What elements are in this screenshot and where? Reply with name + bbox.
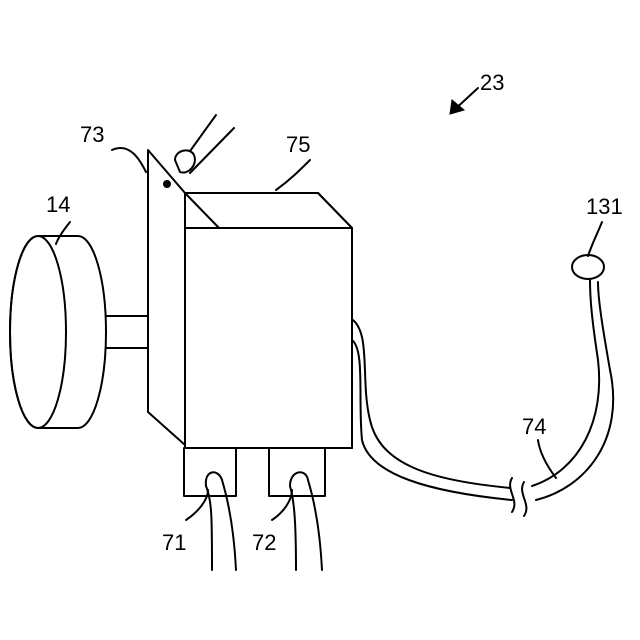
leader-131 [588,222,602,256]
label-14: 14 [46,192,70,217]
terminal-71 [184,448,236,570]
leader-73 [112,148,146,172]
probe-wire [175,115,234,173]
leader-75 [276,160,310,190]
leader-74 [538,440,556,478]
tab-73 [148,150,185,445]
body-75 [185,193,352,448]
label-23: 23 [480,70,504,95]
tab-hole-icon [163,180,171,188]
terminal-72 [269,448,325,570]
sensor-tip-131 [572,255,604,279]
label-75: 75 [286,132,310,157]
label-73: 73 [80,122,104,147]
label-131: 131 [586,194,623,219]
arrow-23-icon [450,88,478,114]
sensor-cable-74 [350,280,613,516]
label-71: 71 [162,530,186,555]
knob-14 [10,236,106,428]
label-74: 74 [522,414,546,439]
label-72: 72 [252,530,276,555]
